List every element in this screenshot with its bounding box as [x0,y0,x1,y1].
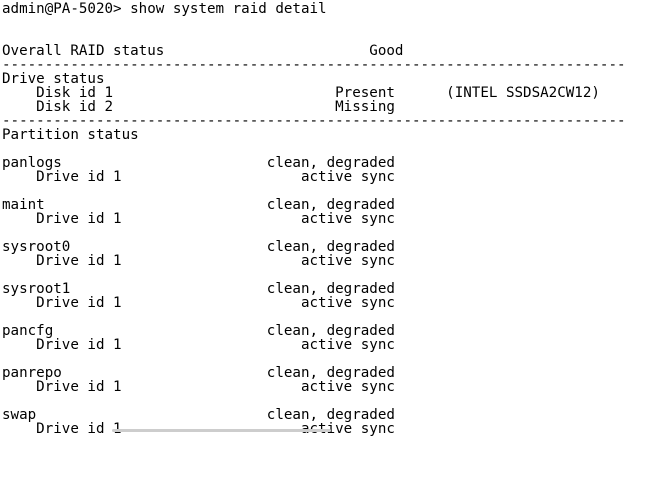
partition-name: sysroot0 [2,239,71,255]
partition-drive-state: active sync [300,169,395,185]
partition-drive: Drive id 1 [36,379,122,395]
separator-line: ----------------------------------------… [2,58,662,72]
partition-state: clean, degraded [266,281,395,297]
partition-block: sysroot0 clean, degraded Drive id 1 acti… [2,240,662,268]
partition-drive: Drive id 1 [36,169,122,185]
partition-block: maint clean, degraded Drive id 1 active … [2,198,662,226]
window-edge-artifact [112,429,331,432]
partition-block: panrepo clean, degraded Drive id 1 activ… [2,366,662,394]
partition-state: clean, degraded [266,365,395,381]
partition-block: swap clean, degraded Drive id 1 active s… [2,408,662,436]
partition-drive-state: active sync [300,211,395,227]
terminal-screen[interactable]: admin@PA-5020> show system raid detail O… [2,2,662,436]
partition-row: sysroot1 clean, degraded [2,282,662,296]
partition-name: panrepo [2,365,62,381]
partition-row: swap clean, degraded [2,408,662,422]
partition-drive-state: active sync [300,295,395,311]
separator-dashes: ----------------------------------------… [2,57,626,73]
partition-drive-row: Drive id 1 active sync [2,212,662,226]
separator-dashes: ----------------------------------------… [2,113,626,129]
partition-drive-row: Drive id 1 active sync [2,296,662,310]
partition-drive-state: active sync [300,379,395,395]
partition-state: clean, degraded [266,197,395,213]
partition-row: panlogs clean, degraded [2,156,662,170]
partition-name: maint [2,197,45,213]
drive-status-header-label: Drive status [2,71,105,87]
partition-status-header-label: Partition status [2,127,139,143]
partition-name: panlogs [2,155,62,171]
disk-name: Disk id 1 [36,85,114,101]
partition-status-header: Partition status [2,128,662,142]
overall-raid-status-value: Good [369,43,404,59]
partition-drive-row: Drive id 1 active sync [2,380,662,394]
partition-row: sysroot0 clean, degraded [2,240,662,254]
partition-drive: Drive id 1 [36,253,122,269]
overall-raid-status-label: Overall RAID status [2,43,165,59]
separator-line: ----------------------------------------… [2,114,662,128]
cli-command: show system raid detail [130,1,327,17]
command-line: admin@PA-5020> show system raid detail [2,2,662,16]
partition-state: clean, degraded [266,407,395,423]
partition-state: clean, degraded [266,239,395,255]
partition-name: swap [2,407,37,423]
partition-drive-state: active sync [300,253,395,269]
partition-drive: Drive id 1 [36,295,122,311]
cli-prompt: admin@PA-5020> [2,1,131,17]
disk-model: (INTEL SSDSA2CW12) [446,85,600,101]
partition-block: pancfg clean, degraded Drive id 1 active… [2,324,662,352]
partition-block: sysroot1 clean, degraded Drive id 1 acti… [2,282,662,310]
partition-drive-row: Drive id 1 active sync [2,170,662,184]
partition-state: clean, degraded [266,323,395,339]
partition-name: sysroot1 [2,281,71,297]
partition-drive: Drive id 1 [36,421,122,437]
disk-state: Missing [335,99,395,115]
partition-row: maint clean, degraded [2,198,662,212]
partition-drive: Drive id 1 [36,337,122,353]
partition-drive-row: Drive id 1 active sync [2,422,662,436]
partition-row: pancfg clean, degraded [2,324,662,338]
partition-drive: Drive id 1 [36,211,122,227]
partition-block: panlogs clean, degraded Drive id 1 activ… [2,156,662,184]
disk-state: Present [335,85,395,101]
drive-status-header: Drive status [2,72,662,86]
partition-name: pancfg [2,323,54,339]
partition-state: clean, degraded [266,155,395,171]
partition-drive-row: Drive id 1 active sync [2,338,662,352]
partition-drive-row: Drive id 1 active sync [2,254,662,268]
disk-row: Disk id 1 Present (INTEL SSDSA2CW12) [2,86,662,100]
overall-raid-status-row: Overall RAID status Good [2,44,662,58]
disk-name: Disk id 2 [36,99,114,115]
partition-row: panrepo clean, degraded [2,366,662,380]
partition-drive-state: active sync [300,337,395,353]
disk-row: Disk id 2 Missing [2,100,662,114]
